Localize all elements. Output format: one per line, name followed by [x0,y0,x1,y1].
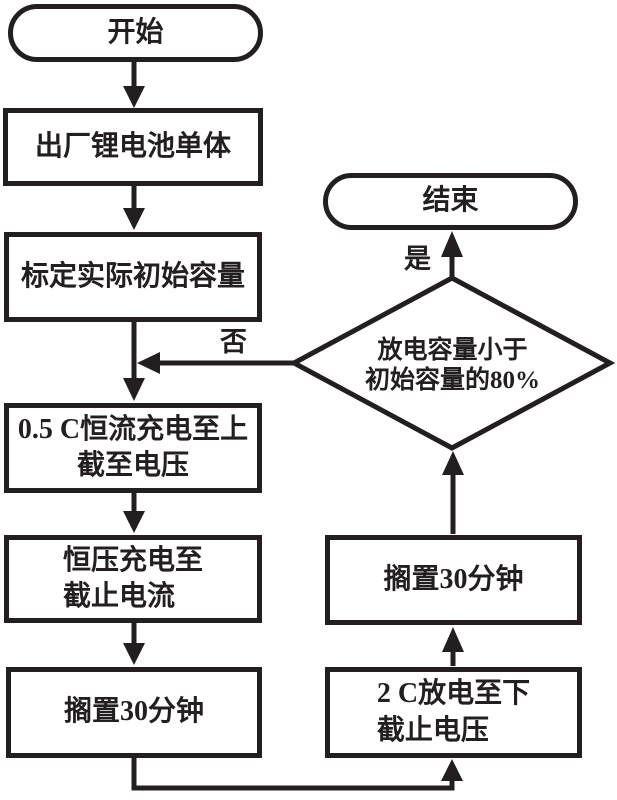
process-label: 出厂锂电池单体 [34,130,231,162]
process-constant-current-charge: 0.5 C恒流充电至上 截至电压 [4,403,262,493]
arrowhead-down-icon [123,643,145,665]
start-label: 开始 [107,16,164,48]
arrowhead-down-icon [123,378,145,401]
process-rest-30min-left: 搁置30分钟 [6,667,262,758]
process-label: 搁置30分钟 [63,696,204,728]
decision-capacity-check: 放电容量小于 初始容量的80% [364,337,540,394]
edge-decision-no-branch [137,352,294,374]
process-discharge: 2 C放电至下 截止电压 [325,667,582,758]
edge-calibrate-to-cc-charge [123,320,145,401]
edge-rest-to-discharge [131,756,463,791]
edge-start-to-factory-cell [123,58,145,108]
process-label: 恒压充电至 截止电流 [62,544,203,612]
arrowhead-up-icon [442,451,464,475]
arrowhead-down-icon [123,86,145,108]
arrowhead-down-icon [123,511,145,533]
process-label: 标定实际初始容量 [20,260,245,292]
end-terminal: 结束 [323,173,578,230]
edge-decision-yes-to-end [441,231,463,277]
arrowhead-up-icon [441,231,463,257]
process-constant-voltage-charge: 恒压充电至 截止电流 [4,535,262,623]
edge-factory-cell-to-calibrate [123,182,145,230]
edge-line [131,756,455,791]
process-label: 搁置30分钟 [383,563,524,595]
arrowhead-down-icon [123,208,145,230]
start-terminal: 开始 [8,4,263,62]
process-calibrate-initial-capacity: 标定实际初始容量 [4,232,262,322]
process-label: 2 C放电至下 截止电压 [376,678,531,746]
edge-cv-charge-to-rest [123,621,145,665]
branch-label-no: 否 [220,327,247,357]
decision-diamond-shape [288,275,616,451]
arrowhead-up-icon [441,759,463,781]
arrowhead-up-icon [442,627,464,652]
process-rest-30min-right: 搁置30分钟 [325,535,582,625]
edge-cc-charge-to-cv-charge [123,491,145,533]
process-label: 0.5 C恒流充电至上 截至电压 [17,413,249,481]
end-label: 结束 [422,185,479,217]
edge-rest-to-decision [442,451,464,534]
edge-discharge-to-rest [442,627,464,666]
process-factory-cell: 出厂锂电池单体 [3,108,263,186]
arrowhead-left-icon [137,352,160,374]
branch-label-yes: 是 [404,244,431,274]
